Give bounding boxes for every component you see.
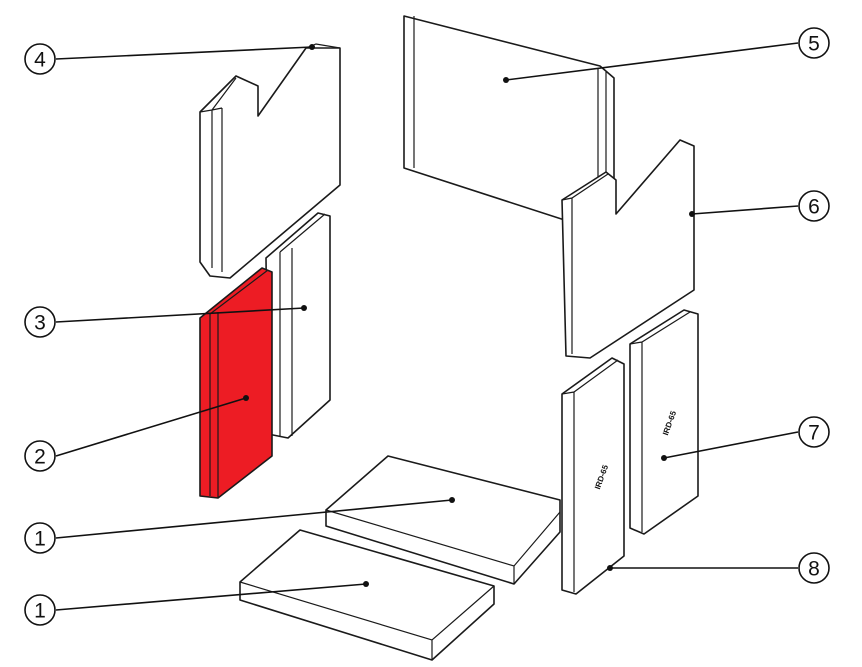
callout-3: 3 [24, 306, 56, 338]
callout-6-label: 6 [808, 196, 820, 219]
part-6 [561, 139, 695, 359]
callout-1-lower: 1 [24, 594, 56, 626]
callout-6: 6 [798, 190, 830, 222]
callout-7: 7 [798, 416, 830, 448]
part-3 [265, 212, 331, 439]
callout-5: 5 [798, 27, 830, 59]
part-7: IRD-65 [629, 309, 699, 535]
part-1-upper [325, 455, 561, 585]
callout-8-label: 8 [808, 558, 820, 581]
part-2-highlighted [199, 267, 273, 499]
callout-5-label: 5 [808, 33, 820, 56]
callout-7-label: 7 [808, 422, 820, 445]
part-1-lower [239, 529, 495, 661]
callout-3-label: 3 [34, 312, 46, 335]
callout-8: 8 [798, 552, 830, 584]
callout-1-upper-label: 1 [34, 528, 46, 551]
callout-4-label: 4 [34, 49, 46, 72]
callouts: 4 3 2 1 1 5 6 7 [24, 27, 830, 626]
callout-2: 2 [24, 440, 56, 472]
callout-4: 4 [24, 43, 56, 75]
leader-lines [55, 42, 799, 611]
part-8: IRD-65 [561, 357, 625, 595]
callout-1-lower-label: 1 [34, 600, 46, 623]
callout-1-upper: 1 [24, 522, 56, 554]
part-4 [199, 43, 341, 279]
callout-2-label: 2 [34, 446, 46, 469]
